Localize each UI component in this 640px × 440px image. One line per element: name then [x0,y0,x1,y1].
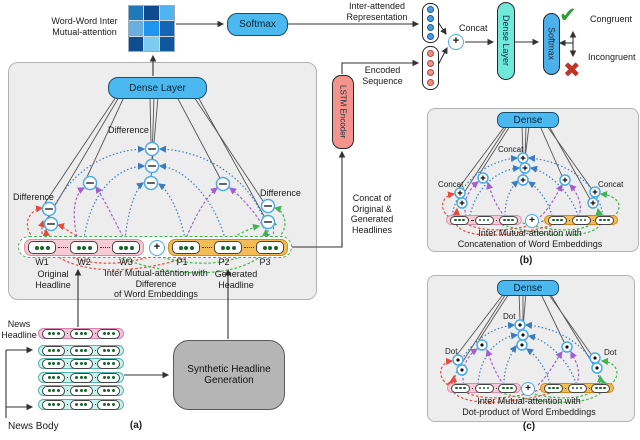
news-body-row [38,358,124,369]
p1-label: P1 [176,257,188,267]
dense-layer-vertical: Dense Layer [497,2,515,80]
panel-c-tag: (c) [522,421,536,432]
news-headline-row [38,328,124,339]
dense-c-button: Dense [497,280,559,296]
concat-label-b-right: Concat [598,180,624,189]
plus-icon: + [149,240,165,256]
news-body-row [38,372,124,383]
softmax-vertical: Softmax [543,13,560,75]
concat-label-top: Concat [459,23,488,33]
original-row-c [447,383,521,393]
dot-label-c-right: Dot [604,348,617,357]
concat-label-b-left: Concat [438,180,464,189]
plus-icon: + [448,34,464,50]
congruent-label: Congruent [590,14,633,24]
difference-label-left: Difference [13,192,54,202]
w1-label: W1 [35,257,49,267]
dot-label-c-top: Dot [503,312,516,321]
attention-matrix-icon [128,5,175,52]
plus-icon: + [525,214,539,228]
dense-b-button: Dense [497,112,559,128]
softmax-top-button: Softmax [227,13,288,36]
news-body-row [38,385,124,396]
generated-row-c [540,383,614,393]
dense-layer-a-button: Dense Layer [108,77,207,99]
encoded-sequence-vector [422,46,439,90]
dot-label-c-left: Dot [445,347,458,356]
lstm-encoder: LSTM Encoder [332,75,354,149]
panel-a-tag: (a) [129,420,143,431]
w2-label: W2 [77,257,91,267]
difference-label-right: Difference [260,188,301,198]
check-icon: ✔ [559,3,577,27]
concat-label-b-top: Concat [498,145,524,154]
incongruent-label: Incongruent [588,52,636,62]
news-body-row [38,345,124,356]
original-row-b [446,215,522,225]
news-body-row [38,399,124,410]
difference-label-top: Difference [108,125,149,135]
plus-icon: + [521,382,535,396]
generated-headline-row [168,239,288,256]
cross-icon: ✖ [563,58,581,82]
news-body-label: News Body [8,421,59,432]
p3-label: P3 [259,257,271,267]
panel-b-tag: (b) [519,255,533,266]
generated-row-b [544,215,618,225]
inter-attended-vector [422,3,439,43]
w3-label: W3 [119,257,133,267]
original-headline-row [24,239,144,256]
p2-label: P2 [218,257,230,267]
